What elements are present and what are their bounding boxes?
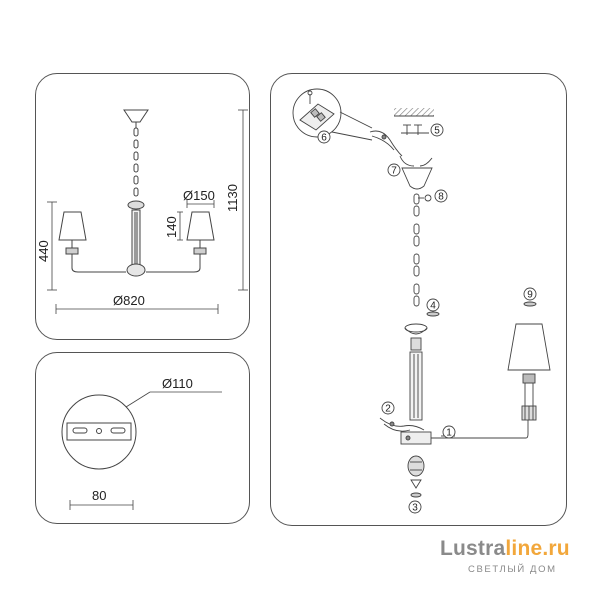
callout-1-circle bbox=[442, 425, 456, 439]
chandelier-elevation bbox=[58, 109, 215, 277]
callout-2-circle bbox=[381, 401, 395, 415]
ceiling-mount-detail bbox=[61, 391, 222, 510]
callout-8-circle bbox=[434, 189, 448, 203]
assembly-panel bbox=[270, 73, 567, 526]
callout-1: 1 bbox=[446, 428, 452, 439]
callout-6: 6 bbox=[321, 133, 327, 144]
mounting-plate-zoom bbox=[299, 90, 335, 131]
assembly-drawing bbox=[292, 88, 551, 498]
dim-mount-width: 80 bbox=[92, 488, 106, 503]
callout-4: 4 bbox=[430, 301, 436, 312]
chain bbox=[133, 127, 139, 197]
callout-7-circle bbox=[387, 163, 401, 177]
dim-shade-height: 140 bbox=[164, 216, 179, 238]
callout-4-circle bbox=[426, 298, 440, 312]
callout-5-circle bbox=[430, 123, 444, 137]
dim-height-total: 1130 bbox=[225, 184, 240, 212]
dim-height-body: 440 bbox=[36, 240, 51, 262]
callout-3: 3 bbox=[412, 503, 418, 514]
callout-8: 8 bbox=[438, 192, 444, 203]
callout-9: 9 bbox=[527, 290, 533, 301]
dimension-lines bbox=[47, 109, 248, 314]
callout-7: 7 bbox=[391, 166, 397, 177]
callout-6-circle bbox=[317, 130, 331, 144]
logo-brand-b: line.ru bbox=[505, 537, 570, 560]
logo-brand-a: Lustra bbox=[440, 537, 506, 560]
callouts bbox=[317, 123, 537, 514]
callout-3-circle bbox=[408, 500, 422, 514]
logo-tagline: СВЕТЛЫЙ ДОМ bbox=[468, 564, 557, 575]
callout-5: 5 bbox=[434, 126, 440, 137]
logo-wordmark: Lustraline.ru bbox=[440, 537, 570, 561]
dim-shade-diameter: Ø150 bbox=[183, 188, 215, 203]
callout-2: 2 bbox=[385, 404, 391, 415]
dim-width: Ø820 bbox=[113, 293, 145, 308]
lustraline-logo: Lustraline.ru СВЕТЛЫЙ ДОМ bbox=[440, 537, 590, 581]
callout-9-circle bbox=[523, 287, 537, 301]
dim-mount-diameter: Ø110 bbox=[162, 376, 193, 391]
